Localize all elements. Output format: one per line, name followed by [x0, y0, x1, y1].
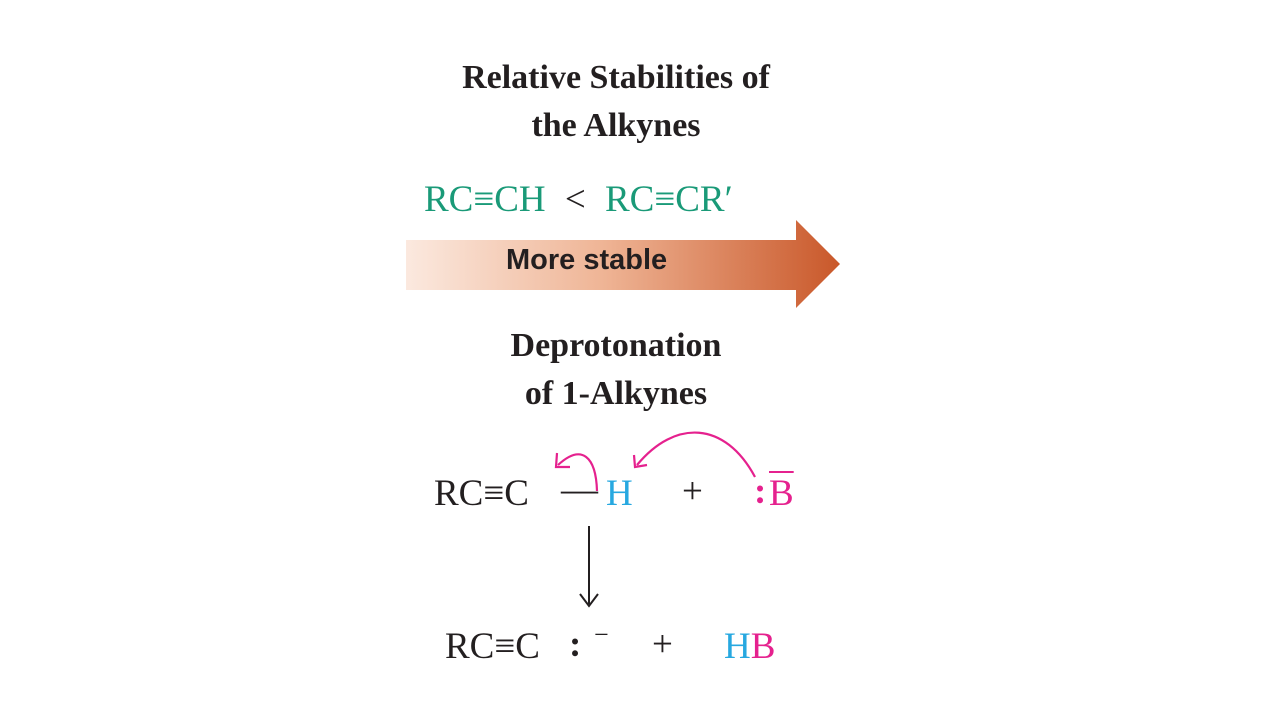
terminal-alkyne-formula: RC≡CH: [424, 179, 546, 220]
reaction-arrow-icon: [579, 526, 599, 608]
base: B: [769, 473, 794, 514]
stability-title-line1: Relative Stabilities of: [462, 59, 770, 96]
negative-charge: −: [594, 620, 609, 649]
base-attack-arrow-icon: [636, 431, 756, 478]
conjugate-acid: HB: [724, 627, 775, 667]
electron-arrows: [554, 431, 756, 492]
conjugate-acid-hydrogen: H: [724, 626, 751, 667]
base-attack-arrowhead-icon: [632, 454, 648, 469]
stability-comparison: RC≡CH < RC≡CR′: [424, 180, 733, 220]
stability-arrow-icon: [406, 220, 840, 308]
deprotonation-title-line1: Deprotonation: [510, 327, 722, 364]
base-lone-pair: :: [754, 471, 767, 512]
stability-title-line2: the Alkynes: [531, 107, 701, 144]
product-acetylide: RC≡C: [445, 626, 540, 667]
more-stable-label: More stable: [506, 244, 668, 276]
plus-sign-reactants: +: [682, 471, 703, 512]
acetylide-lone-pair: :: [569, 624, 582, 665]
plus-sign-products: +: [652, 624, 673, 665]
bond-electron-arrowhead-icon: [554, 452, 570, 469]
bond-electron-arrow-icon: [557, 453, 599, 492]
c-h-bond: —: [561, 469, 598, 510]
acidic-hydrogen: H: [606, 473, 633, 514]
conjugate-acid-base: B: [750, 626, 776, 667]
deprotonation-title-line2: of 1-Alkynes: [524, 375, 708, 412]
internal-alkyne-formula: RC≡CR′: [605, 179, 733, 220]
reactant-alkyne: RC≡C: [434, 473, 529, 514]
less-than-sign: <: [564, 179, 586, 220]
